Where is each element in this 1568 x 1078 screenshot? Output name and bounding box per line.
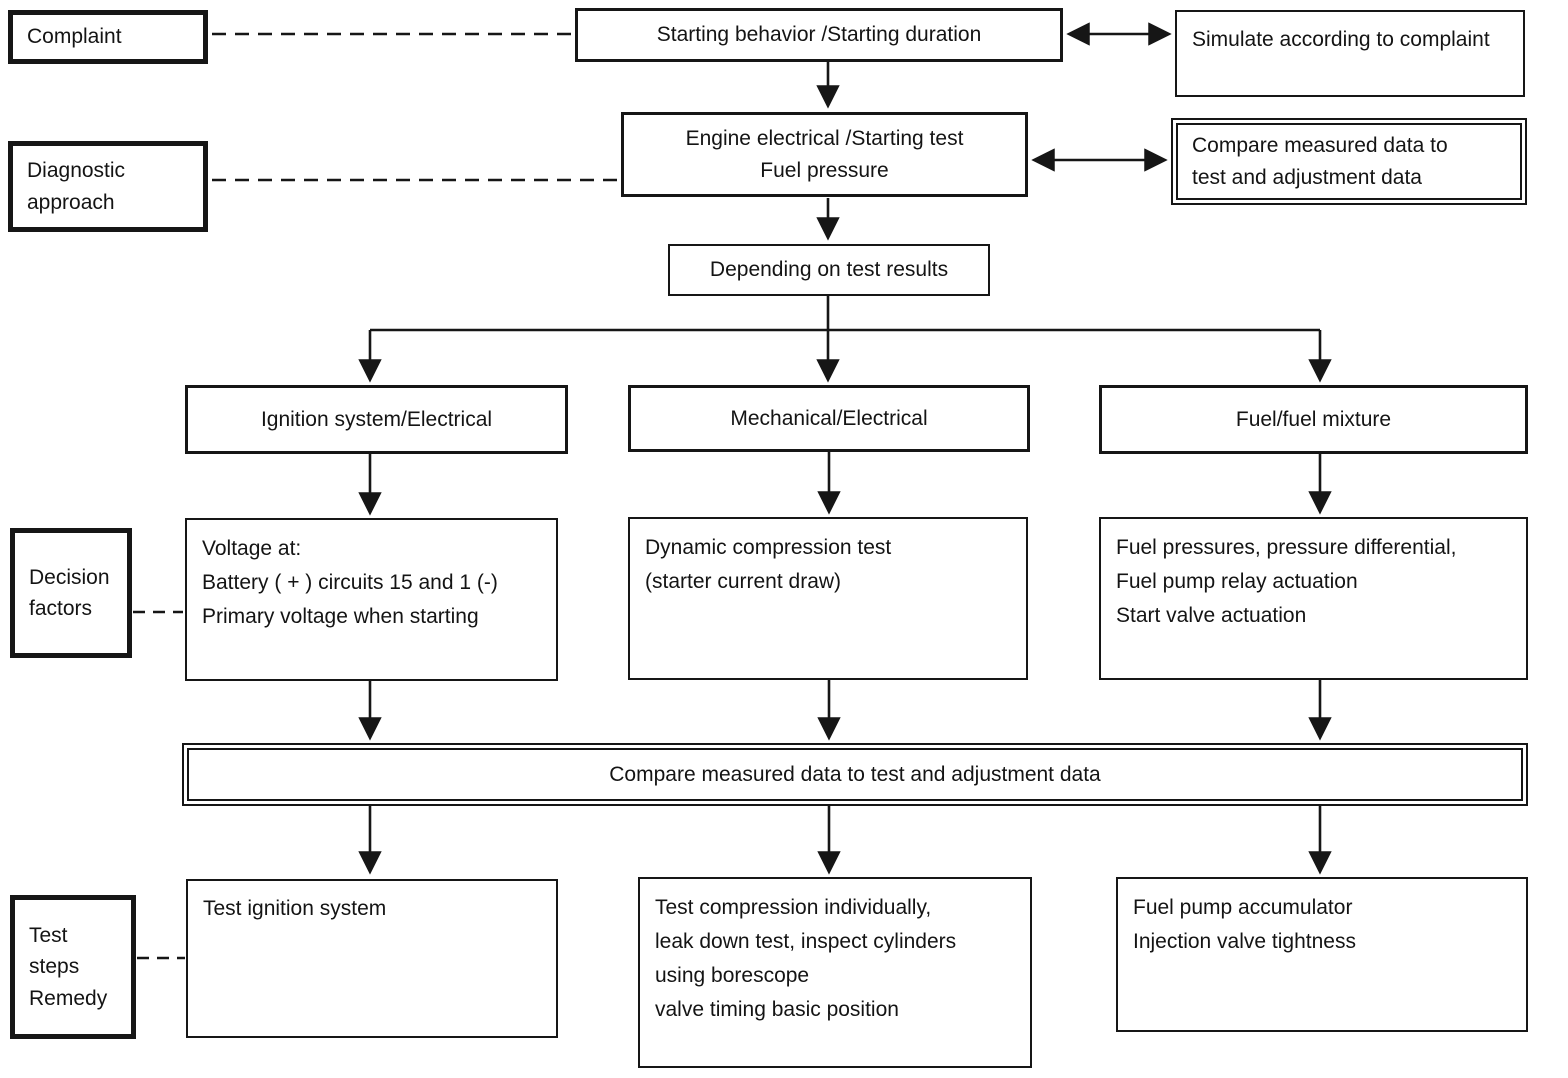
node-branch-mechanical: Mechanical/Electrical (628, 385, 1030, 452)
node-depending-on-results: Depending on test results (668, 244, 990, 296)
node-simulate-complaint: Simulate according to complaint (1175, 10, 1525, 97)
node-remedy-fuel: Fuel pump accumulator Injection valve ti… (1116, 877, 1528, 1032)
node-factors-ignition: Voltage at: Battery ( + ) circuits 15 an… (185, 518, 558, 681)
node-branch-ignition: Ignition system/Electrical (185, 385, 568, 454)
label-complaint: Complaint (8, 10, 208, 64)
node-engine-electrical-test: Engine electrical /Starting test Fuel pr… (621, 112, 1028, 197)
node-remedy-mechanical: Test compression individually, leak down… (638, 877, 1032, 1068)
node-factors-fuel: Fuel pressures, pressure differential, F… (1099, 517, 1528, 680)
label-decision-factors: Decision factors (10, 528, 132, 658)
node-factors-mechanical: Dynamic compression test (starter curren… (628, 517, 1028, 680)
node-starting-behavior: Starting behavior /Starting duration (575, 8, 1063, 62)
label-diagnostic-approach: Diagnostic approach (8, 141, 208, 232)
label-test-steps-remedy: Test steps Remedy (10, 895, 136, 1039)
node-remedy-ignition: Test ignition system (186, 879, 558, 1038)
node-compare-measured-top: Compare measured data to test and adjust… (1171, 118, 1527, 205)
node-compare-measured-bar: Compare measured data to test and adjust… (182, 743, 1528, 806)
node-branch-fuel: Fuel/fuel mixture (1099, 385, 1528, 454)
